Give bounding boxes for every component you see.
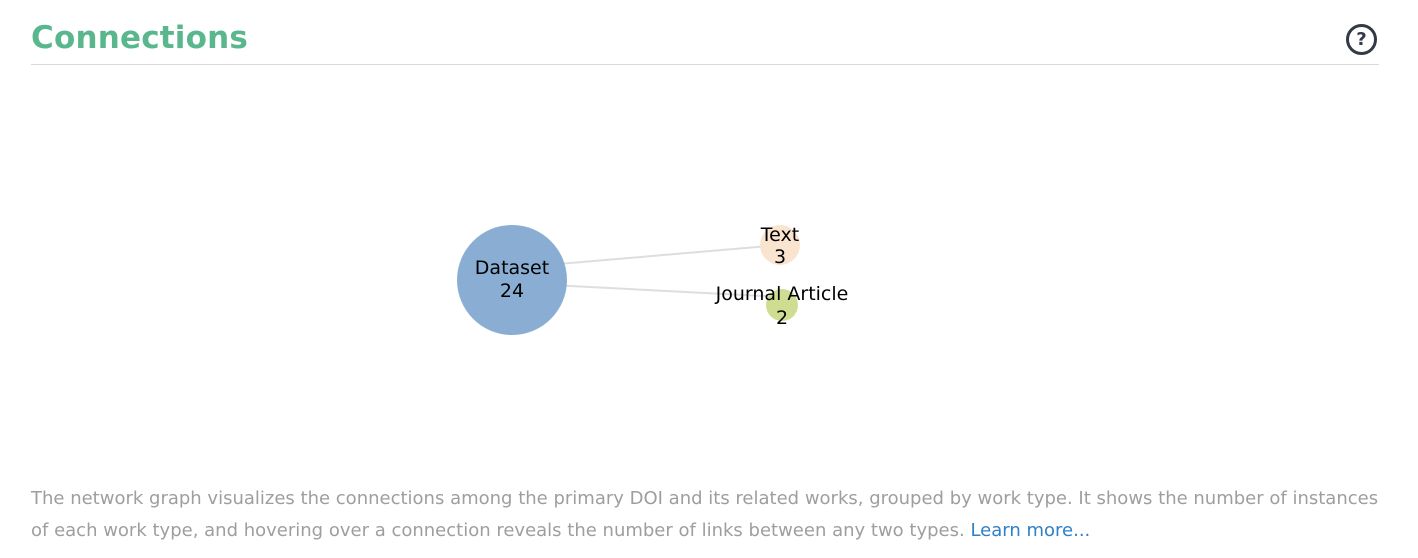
graph-nodes: Dataset 24 Text 3 Journal Article 2 xyxy=(457,224,848,335)
node-text-label: Text xyxy=(760,224,799,246)
network-graph: Dataset 24 Text 3 Journal Article 2 xyxy=(457,224,848,335)
question-circle-icon: ? xyxy=(1356,29,1367,50)
node-dataset[interactable]: Dataset 24 xyxy=(457,225,567,335)
node-dataset-circle[interactable] xyxy=(457,225,567,335)
graph-description: The network graph visualizes the connect… xyxy=(31,483,1391,547)
node-dataset-label: Dataset xyxy=(475,257,549,279)
learn-more-link[interactable]: Learn more... xyxy=(970,520,1091,541)
node-journal-circle[interactable] xyxy=(766,289,798,321)
node-journal-count: 2 xyxy=(776,307,788,329)
node-text[interactable]: Text 3 xyxy=(760,224,800,268)
help-button[interactable]: ? xyxy=(1346,24,1377,55)
node-text-circle[interactable] xyxy=(760,225,800,265)
section-title: Connections xyxy=(31,20,249,56)
node-text-count: 3 xyxy=(774,246,786,268)
node-journal-label: Journal Article xyxy=(715,283,849,305)
section-header: Connections ? xyxy=(31,14,1379,65)
node-dataset-count: 24 xyxy=(500,280,524,302)
node-journal-article[interactable]: Journal Article 2 xyxy=(715,283,849,329)
description-text: The network graph visualizes the connect… xyxy=(31,488,1379,541)
